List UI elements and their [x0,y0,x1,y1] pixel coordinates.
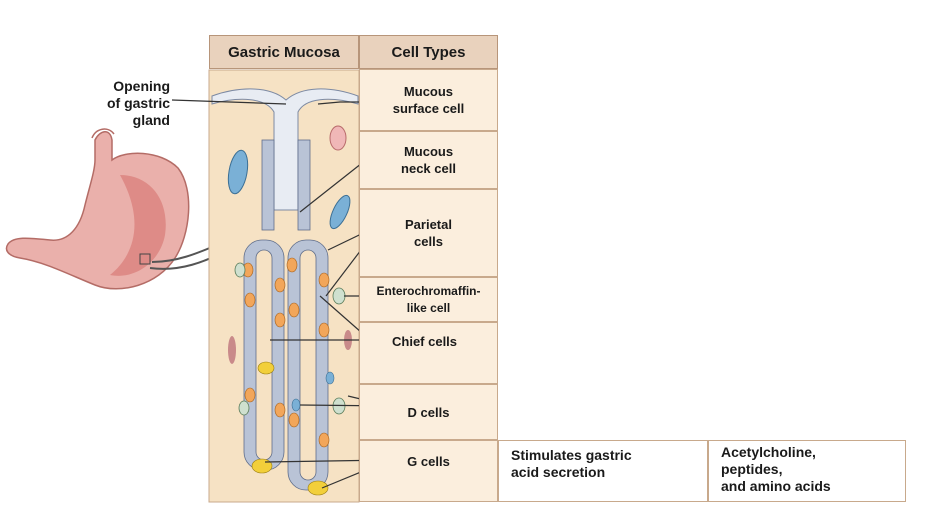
g-cell-stimuli: Acetylcholine, peptides, and amino acids [708,440,906,502]
opening-of-gastric-gland-label: Opening of gastric gland [106,78,170,128]
g-cell-function: Stimulates gastric acid secretion [498,440,708,502]
cell-type-mucous-surface: Mucous surface cell [359,69,498,131]
cell-type-parietal: Parietal cells [359,189,498,277]
gastric-mucosa-header: Gastric Mucosa [209,35,359,69]
stomach-illustration [5,128,238,290]
cell-type-g: G cells [359,440,498,502]
cell-type-mucous-neck: Mucous neck cell [359,131,498,189]
cell-type-d: D cells [359,384,498,440]
cell-type-enterochromaffin: Enterochromaffin- like cell [359,277,498,322]
cell-type-chief: Chief cells [359,322,498,384]
cell-types-header: Cell Types [359,35,498,69]
